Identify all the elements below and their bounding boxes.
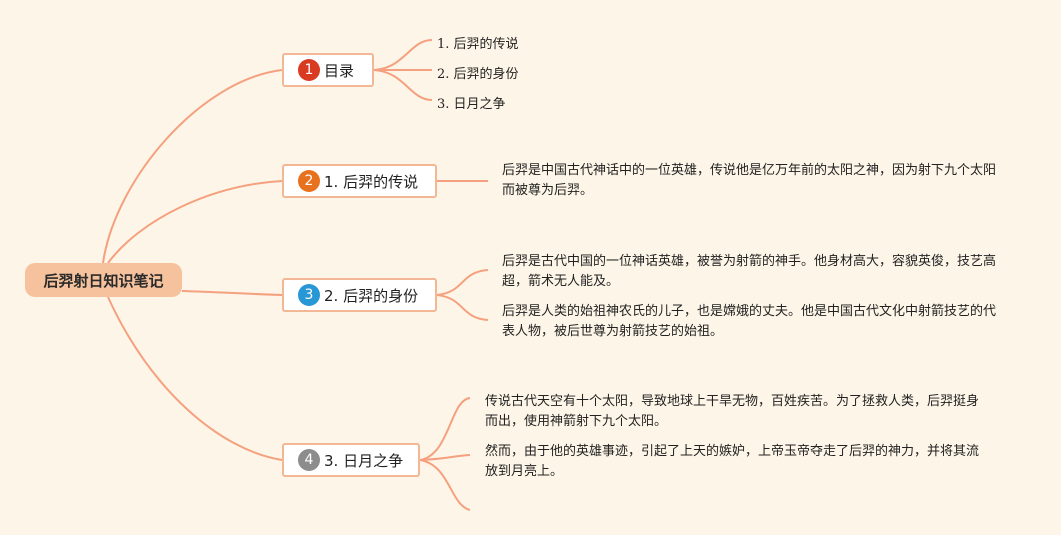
connector-line xyxy=(373,39,433,71)
connector-line xyxy=(436,294,489,321)
badge-1-icon: 1 xyxy=(298,59,320,81)
topic-identity[interactable]: 3 2. 后羿的身份 xyxy=(282,278,437,312)
connector-line xyxy=(419,459,471,511)
root-node[interactable]: 后羿射日知识笔记 xyxy=(25,263,182,297)
topic-label: 2. 后羿的身份 xyxy=(324,286,419,305)
badge-3-icon: 3 xyxy=(298,284,320,306)
topic-legend[interactable]: 2 1. 后羿的传说 xyxy=(282,164,437,198)
topic-label: 目录 xyxy=(324,61,355,80)
note-paragraph: 传说古代天空有十个太阳，导致地球上干旱无物，百姓疾苦。为了拯救人类，后羿挺身而出… xyxy=(485,394,980,429)
topic-sun-moon[interactable]: 4 3. 日月之争 xyxy=(282,443,420,477)
note-paragraph: 后羿是人类的始祖神农氏的儿子，也是嫦娥的丈夫。他是中国古代文化中射箭技艺的代表人… xyxy=(502,304,997,339)
connector-line xyxy=(419,454,471,461)
note-paragraph: 然而，由于他的英雄事迹，引起了上天的嫉妒，上帝玉帝夺走了后羿的神力，并将其流放到… xyxy=(485,444,980,479)
note-paragraph: 后羿是古代中国的一位神话英雄，被誉为射箭的神手。他身材高大，容貌英俊，技艺高超，… xyxy=(502,254,997,289)
connector-line xyxy=(107,180,283,264)
note-paragraph: 后羿是中国古代神话中的一位英雄，传说他是亿万年前的太阳之神，因为射下九个太阳而被… xyxy=(502,163,997,198)
badge-4-icon: 4 xyxy=(298,449,320,471)
connector-line xyxy=(102,69,283,264)
toc-item[interactable]: 2. 后羿的身份 xyxy=(437,67,519,82)
root-label: 后羿射日知识笔记 xyxy=(43,271,164,290)
topic-toc[interactable]: 1 目录 xyxy=(282,53,374,87)
connector-line xyxy=(373,69,433,101)
connector-line xyxy=(419,397,471,461)
connector-line xyxy=(107,296,283,461)
badge-2-icon: 2 xyxy=(298,170,320,192)
topic-label: 3. 日月之争 xyxy=(324,451,404,470)
connector-line xyxy=(436,269,489,296)
toc-item[interactable]: 1. 后羿的传说 xyxy=(437,37,519,52)
topic-label: 1. 后羿的传说 xyxy=(324,172,419,191)
toc-item[interactable]: 3. 日月之争 xyxy=(437,97,506,112)
connector-line xyxy=(181,290,283,296)
